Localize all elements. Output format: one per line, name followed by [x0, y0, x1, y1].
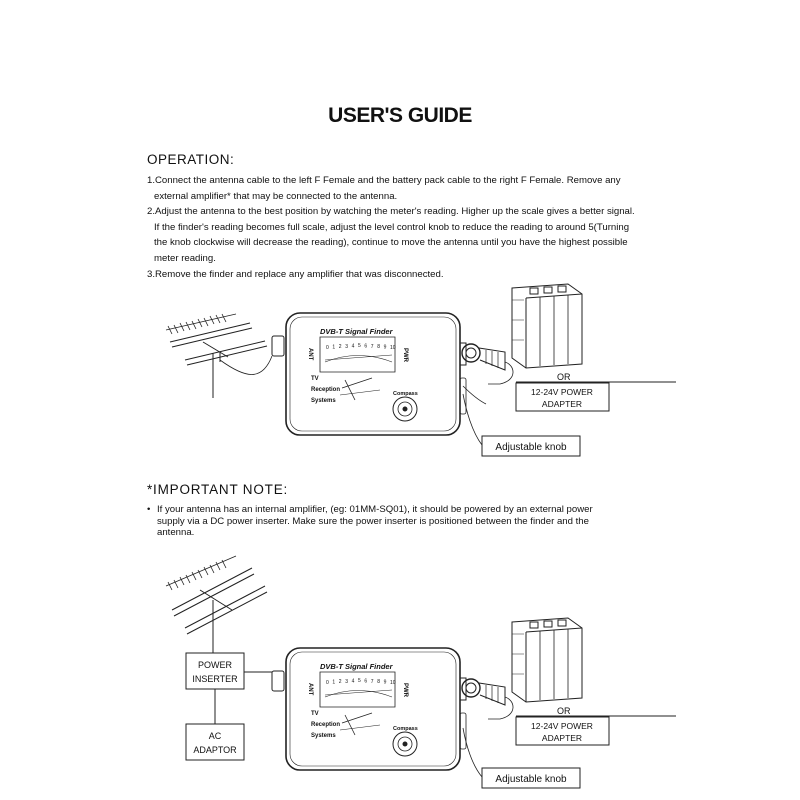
device-pwr-2: PWR [402, 683, 408, 698]
ac-adaptor-line2: ADAPTOR [193, 745, 237, 755]
figure-2 [165, 555, 676, 789]
meter-scale-tick: 0 [326, 680, 329, 686]
step-2: 2.Adjust the antenna to the best positio… [147, 206, 635, 264]
device-tv-1: TV [311, 376, 319, 382]
device-compass-1: Compass [393, 391, 418, 397]
important-note: If your antenna has an internal amplifie… [147, 504, 607, 539]
power-adapter-line1-1: 12-24V POWER [531, 387, 593, 397]
meter-scale-tick: 4 [352, 343, 355, 349]
meter-scale-tick: 7 [371, 679, 374, 685]
meter-scale-tick: 6 [364, 678, 367, 684]
ac-adaptor-line1: AC [209, 731, 222, 741]
step-3: 3.Remove the finder and replace any ampl… [147, 268, 444, 280]
important-note-text: If your antenna has an internal amplifie… [147, 504, 607, 539]
or-label-2: OR [557, 706, 571, 716]
device-reception-2: Reception [311, 722, 340, 728]
meter-scale-tick: 1 [332, 345, 335, 351]
meter-scale-tick: 0 [326, 345, 329, 351]
meter-scale-tick: 3 [345, 344, 348, 350]
adjustable-knob-label-2: Adjustable knob [495, 774, 567, 785]
important-heading: *IMPORTANT NOTE: [147, 482, 289, 497]
device-systems-2: Systems [311, 733, 336, 739]
figure-2-text: POWER INSERTER AC ADAPTOR DVB-T Signal F… [192, 660, 593, 785]
device-reception-1: Reception [311, 387, 340, 393]
meter-scale-tick: 8 [377, 344, 380, 350]
device-ant-1: ANT [307, 348, 313, 361]
power-adapter-line2-2: ADAPTER [542, 733, 582, 743]
figure-1 [165, 283, 676, 457]
step-1: 1.Connect the antenna cable to the left … [147, 175, 621, 202]
antenna-2 [165, 555, 268, 653]
power-adapter-line1-2: 12-24V POWER [531, 721, 593, 731]
device-pwr-1: PWR [402, 348, 408, 363]
antenna-1 [165, 313, 273, 398]
meter-scale-tick: 10 [390, 345, 396, 351]
meter-scale-tick: 5 [358, 678, 361, 684]
power-inserter-line2: INSERTER [192, 674, 238, 684]
meter-scale-tick: 6 [364, 343, 367, 349]
power-inserter-line1: POWER [198, 660, 233, 670]
meter-scale-tick: 8 [377, 679, 380, 685]
page-title: USER'S GUIDE [328, 104, 472, 127]
device-systems-1: Systems [311, 398, 336, 404]
power-adapter-line2-1: ADAPTER [542, 399, 582, 409]
meter-scale-tick: 2 [339, 679, 342, 685]
meter-scale-tick: 7 [371, 344, 374, 350]
meter-scale-tick: 3 [345, 679, 348, 685]
meter-scale-tick: 4 [352, 678, 355, 684]
battery-pack-1 [511, 283, 583, 369]
meter-scale-tick: 1 [332, 680, 335, 686]
device-name-1: DVB-T Signal Finder [320, 327, 394, 336]
meter-scale-tick: 9 [384, 680, 387, 686]
adjustable-knob-label-1: Adjustable knob [495, 442, 567, 453]
signal-finder-device-2 [271, 647, 467, 771]
device-tv-2: TV [311, 711, 319, 717]
meter-scale-tick: 9 [384, 345, 387, 351]
or-label-1: OR [557, 372, 571, 382]
signal-finder-device-1 [271, 312, 467, 436]
device-compass-2: Compass [393, 726, 418, 732]
operation-heading: OPERATION: [147, 152, 235, 167]
battery-pack-2 [511, 617, 583, 703]
device-ant-2: ANT [307, 683, 313, 696]
meter-scale-tick: 10 [390, 680, 396, 686]
device-name-2: DVB-T Signal Finder [320, 662, 394, 671]
operation-steps: 1.Connect the antenna cable to the left … [147, 173, 637, 282]
meter-scale-tick: 2 [339, 344, 342, 350]
meter-scale-tick: 5 [358, 343, 361, 349]
